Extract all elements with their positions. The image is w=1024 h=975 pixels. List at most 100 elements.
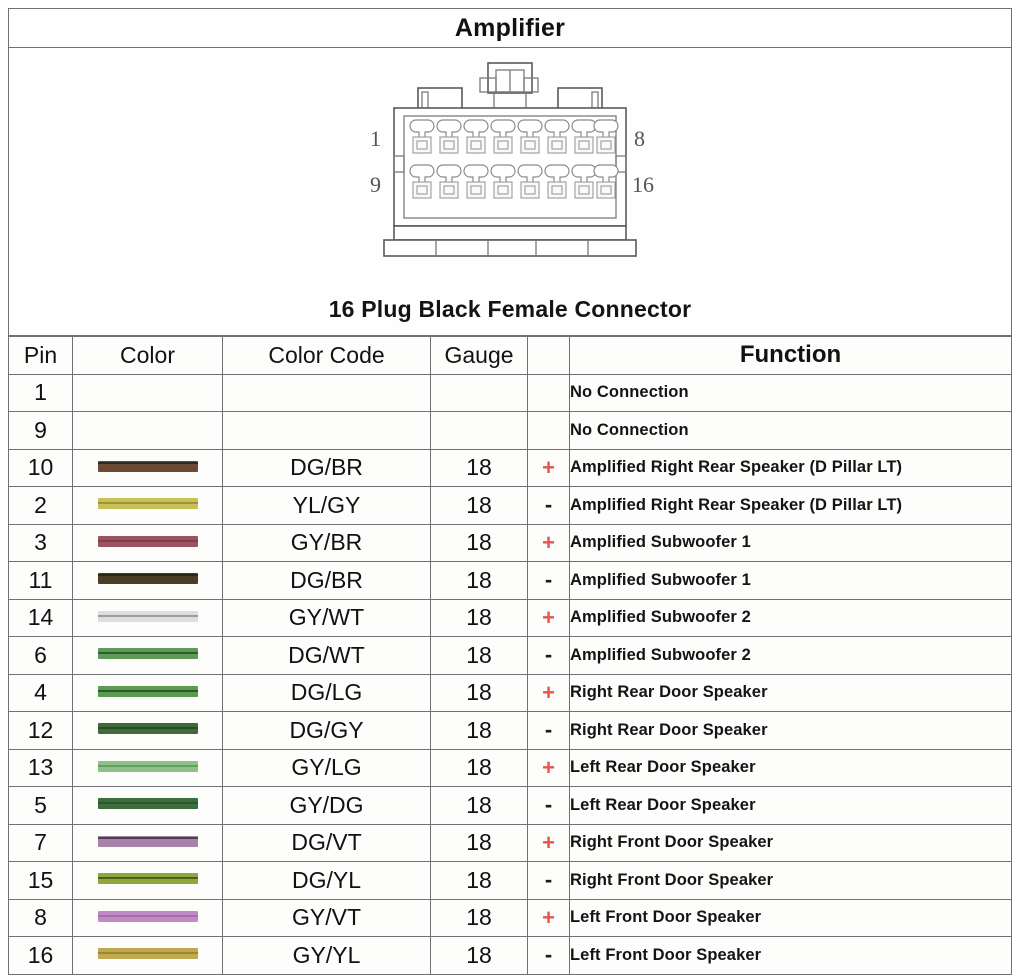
cell-polarity: - xyxy=(527,936,570,975)
connector-label-pin-8: 8 xyxy=(634,126,645,151)
cell-gauge: 18 xyxy=(430,748,528,787)
cell-color-swatch xyxy=(72,636,223,675)
cell-polarity: + xyxy=(527,523,570,562)
wire-stripe xyxy=(97,914,198,917)
cell-gauge xyxy=(430,373,528,412)
cell-gauge: 18 xyxy=(430,448,528,487)
cell-color-code: DG/YL xyxy=(222,861,431,900)
wire-color-swatch xyxy=(97,535,198,547)
cell-function: Amplified Subwoofer 1 xyxy=(569,561,1012,600)
cell-color-code: DG/BR xyxy=(222,561,431,600)
column-header-function: Function xyxy=(569,336,1012,375)
wire-color-swatch xyxy=(97,948,198,960)
wire-stripe xyxy=(97,802,198,805)
cell-color-code: GY/LG xyxy=(222,748,431,787)
connector-caption: 16 Plug Black Female Connector xyxy=(328,296,692,322)
cell-function: Left Front Door Speaker xyxy=(569,898,1012,937)
cell-polarity xyxy=(527,411,570,450)
wire-color-swatch xyxy=(97,610,198,622)
connector-label-pin-16: 16 xyxy=(632,172,654,197)
cell-gauge: 18 xyxy=(430,898,528,937)
cell-color-code: GY/BR xyxy=(222,523,431,562)
cell-polarity: + xyxy=(527,673,570,712)
pinout-table: Pin Color Color Code Gauge Function 1 No … xyxy=(8,336,1012,975)
cell-polarity: - xyxy=(527,711,570,750)
cell-pin: 10 xyxy=(8,448,73,487)
cell-color-code: GY/VT xyxy=(222,898,431,937)
cell-polarity: + xyxy=(527,598,570,637)
cell-function: Right Front Door Speaker xyxy=(569,861,1012,900)
wire-stripe xyxy=(97,727,198,730)
wire-stripe xyxy=(97,574,198,577)
cell-color-swatch xyxy=(72,598,223,637)
cell-polarity: - xyxy=(527,861,570,900)
connector-16pin-icon: 1 8 9 16 xyxy=(370,62,654,257)
cell-pin: 6 xyxy=(8,636,73,675)
wire-stripe xyxy=(97,689,198,692)
cell-function: Left Rear Door Speaker xyxy=(569,786,1012,825)
wire-stripe xyxy=(97,461,198,464)
cell-color-code: DG/WT xyxy=(222,636,431,675)
cell-gauge: 18 xyxy=(430,523,528,562)
cell-pin: 8 xyxy=(8,898,73,937)
cell-function: Left Front Door Speaker xyxy=(569,936,1012,975)
cell-function: No Connection xyxy=(569,373,1012,412)
cell-gauge: 18 xyxy=(430,936,528,975)
wire-color-swatch xyxy=(97,760,198,772)
cell-pin: 9 xyxy=(8,411,73,450)
cell-color-swatch xyxy=(72,748,223,787)
column-header-color-code: Color Code xyxy=(222,336,431,375)
cell-pin: 4 xyxy=(8,673,73,712)
cell-color-code: DG/LG xyxy=(222,673,431,712)
cell-gauge: 18 xyxy=(430,786,528,825)
cell-polarity: - xyxy=(527,786,570,825)
wire-stripe xyxy=(97,539,198,542)
cell-color-swatch xyxy=(72,448,223,487)
page-title: Amplifier xyxy=(454,13,566,42)
connector-pin-row-top xyxy=(409,119,619,154)
cell-function: Amplified Subwoofer 2 xyxy=(569,598,1012,637)
wire-stripe xyxy=(97,877,198,880)
cell-pin: 3 xyxy=(8,523,73,562)
cell-pin: 1 xyxy=(8,373,73,412)
wire-color-swatch xyxy=(97,460,198,472)
connector-illustration-panel: 1 8 9 16 16 Plug Black Female Connector xyxy=(8,48,1012,336)
cell-color-code: GY/YL xyxy=(222,936,431,975)
connector-label-pin-1: 1 xyxy=(370,126,381,151)
cell-pin: 2 xyxy=(8,486,73,525)
cell-color-swatch xyxy=(72,786,223,825)
cell-color-code: GY/DG xyxy=(222,786,431,825)
cell-gauge xyxy=(430,411,528,450)
wire-color-swatch xyxy=(97,873,198,885)
cell-function: Amplified Subwoofer 2 xyxy=(569,636,1012,675)
wire-color-swatch xyxy=(97,498,198,510)
table-header-row: Pin Color Color Code Gauge Function xyxy=(8,336,1012,375)
cell-pin: 16 xyxy=(8,936,73,975)
wire-color-swatch xyxy=(97,573,198,585)
cell-gauge: 18 xyxy=(430,598,528,637)
wire-color-swatch xyxy=(97,648,198,660)
cell-function: Amplified Subwoofer 1 xyxy=(569,523,1012,562)
page-title-bar: Amplifier xyxy=(8,8,1012,48)
wire-stripe xyxy=(97,502,198,505)
cell-gauge: 18 xyxy=(430,861,528,900)
cell-polarity: + xyxy=(527,898,570,937)
cell-polarity: + xyxy=(527,448,570,487)
cell-pin: 15 xyxy=(8,861,73,900)
wire-stripe xyxy=(97,836,198,839)
cell-color-swatch xyxy=(72,673,223,712)
cell-color-code xyxy=(222,373,431,412)
cell-color-swatch xyxy=(72,711,223,750)
column-header-polarity xyxy=(527,336,570,375)
